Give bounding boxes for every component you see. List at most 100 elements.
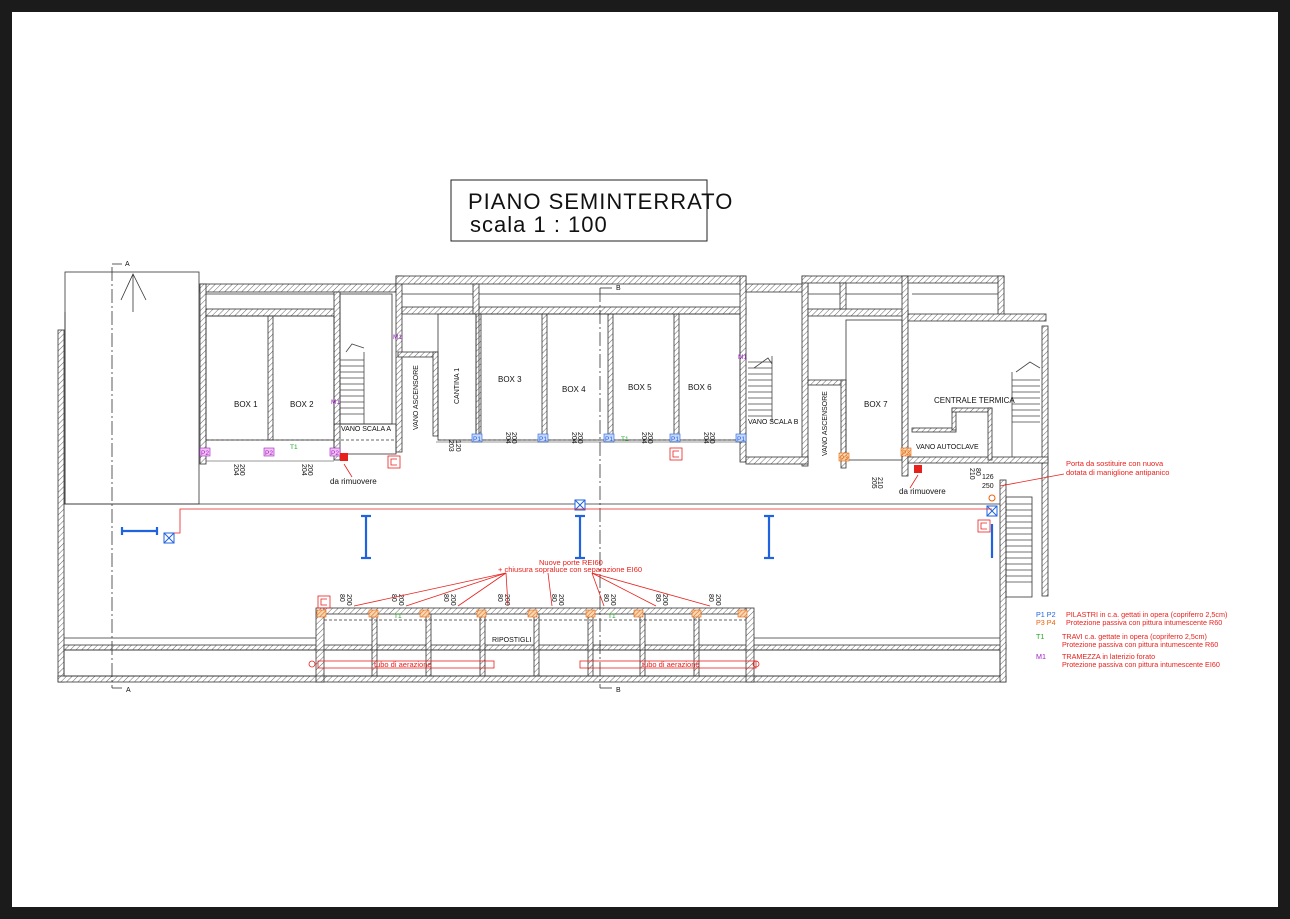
room-vano-scala-a: VANO SCALA A <box>341 426 391 433</box>
dim-210-b: 210 <box>968 468 975 480</box>
dim-80-i: 80 <box>707 594 714 602</box>
dim-200-e: 200 <box>646 432 653 444</box>
dim-200-h: 200 <box>397 594 404 606</box>
legend: P1 P2 PILASTRI in c.a. gettati in opera … <box>1036 610 1227 669</box>
dim-200-d: 200 <box>576 432 583 444</box>
dim-120: 120 <box>454 440 461 452</box>
room-labels: BOX 1 BOX 2 VANO SCALA A VANO ASCENSORE … <box>234 365 1015 644</box>
legend-text-m1-line2: Protezione passiva con pittura intumesce… <box>1062 660 1220 669</box>
section-b-bottom: B <box>616 687 621 694</box>
annot-nuove-porte-line2: + chiusura sopraluce con separazione EI6… <box>498 565 642 574</box>
dim-80-b: 80 <box>338 594 345 602</box>
legend-codes-t1: T1 <box>1036 632 1044 641</box>
section-lines <box>111 263 612 689</box>
dim-205: 205 <box>870 477 877 489</box>
dim-204-f: 204 <box>702 432 709 444</box>
floor-plan: PIANO SEMINTERRATO scala 1 : 100 <box>57 179 1227 694</box>
dim-200-c: 200 <box>510 432 517 444</box>
dim-80-d: 80 <box>442 594 449 602</box>
dim-80-h: 80 <box>654 594 661 602</box>
annot-porta-line1: Porta da sostituire con nuova <box>1066 459 1164 468</box>
door-marker-icon <box>988 494 996 502</box>
dim-80-c: 80 <box>390 594 397 602</box>
room-box6: BOX 6 <box>688 383 712 392</box>
legend-text-p1p2: PILASTRI in c.a. gettati in opera (copri… <box>1066 610 1227 619</box>
tag-p2-a: P2 <box>201 450 209 457</box>
walls <box>57 275 1049 683</box>
dim-204-c: 204 <box>504 432 511 444</box>
orange-pillars <box>316 609 748 618</box>
tag-p1-b: P1 <box>539 436 547 443</box>
tag-t1-b: T1 <box>621 436 629 443</box>
legend-text-t1-line1: TRAVI c.a. gettate in opera (copriferro … <box>1062 632 1207 641</box>
annot-nuove-porte-line1: Nuove porte REI60 <box>539 558 603 567</box>
room-box1: BOX 1 <box>234 400 258 409</box>
blue-extinguishers <box>163 499 998 544</box>
tag-p2-c: P2 <box>331 450 339 457</box>
dim-200-i: 200 <box>449 594 456 606</box>
dim-80-f: 80 <box>550 594 557 602</box>
room-box7: BOX 7 <box>864 400 888 409</box>
dim-200-m: 200 <box>661 594 668 606</box>
room-box2: BOX 2 <box>290 400 314 409</box>
dim-200-l: 200 <box>609 594 616 606</box>
dim-200-b: 200 <box>306 464 313 476</box>
dim-200-k: 200 <box>557 594 564 606</box>
legend-text-p3p4: Protezione passiva con pittura intumesce… <box>1066 618 1222 627</box>
section-a-top: A <box>125 261 130 268</box>
drawing-sheet: PIANO SEMINTERRATO scala 1 : 100 <box>12 12 1278 907</box>
room-box5: BOX 5 <box>628 383 652 392</box>
room-centrale-termica: CENTRALE TERMICA <box>934 396 1015 405</box>
legend-codes-m1: M1 <box>1036 652 1046 661</box>
room-box3: BOX 3 <box>498 375 522 384</box>
dim-204-a: 204 <box>232 464 239 476</box>
thin-lines <box>63 271 1041 677</box>
tag-m1-c: M1 <box>738 354 747 361</box>
dim-210-a: 210 <box>876 477 883 489</box>
dim-204-e: 204 <box>640 432 647 444</box>
room-ripostigli: RIPOSTIGLI <box>492 637 531 644</box>
red-markers <box>340 453 922 473</box>
dimensions: 200 204 200 204 120 203 200 204 200 204 … <box>206 432 994 606</box>
room-vano-scala-b: VANO SCALA B <box>748 419 799 426</box>
title-line2: scala 1 : 100 <box>470 212 608 237</box>
tag-p1-e: P1 <box>737 436 745 443</box>
dim-200-a: 200 <box>238 464 245 476</box>
legend-text-t1-line2: Protezione passiva con pittura intumesce… <box>1062 640 1218 649</box>
legend-text-m1-line1: TRAMEZZA in laterizio forato <box>1062 652 1155 661</box>
room-vano-ascensore-2: VANO ASCENSORE <box>822 391 829 456</box>
blue-columns <box>120 514 994 560</box>
tag-p3-b: P3 <box>902 450 910 457</box>
dim-200-n: 200 <box>714 594 721 606</box>
annot-da-rimuovere-1: da rimuovere <box>330 477 377 486</box>
dim-204-d: 204 <box>570 432 577 444</box>
tag-t1-d: T1 <box>608 613 616 620</box>
dim-200-f: 200 <box>708 432 715 444</box>
title-line1: PIANO SEMINTERRATO <box>468 189 733 214</box>
dim-200-j: 200 <box>503 594 510 606</box>
room-box4: BOX 4 <box>562 385 586 394</box>
annot-porta-line2: dotata di maniglione antipanico <box>1066 468 1169 477</box>
dim-200-g: 200 <box>345 594 352 606</box>
annot-tubo-1: tubo di aerazione <box>374 660 432 669</box>
tag-t1-c: T1 <box>394 613 402 620</box>
tag-t1-a: T1 <box>290 444 298 451</box>
dim-126: 126 <box>982 474 994 481</box>
legend-codes-p1p2: P1 P2 <box>1036 610 1056 619</box>
tag-p2-b: P2 <box>265 450 273 457</box>
room-cantina1: CANTINA 1 <box>454 368 461 404</box>
tag-p3-a: P3 <box>840 455 848 462</box>
tag-m1-b: M1 <box>393 334 402 341</box>
room-vano-ascensore-1: VANO ASCENSORE <box>413 365 420 430</box>
tag-m1-a: M1 <box>331 399 340 406</box>
dim-80-g: 80 <box>602 594 609 602</box>
room-vano-autoclave: VANO AUTOCLAVE <box>916 444 979 451</box>
annot-tubo-2: tubo di aerazione <box>642 660 700 669</box>
red-lines <box>174 447 1065 669</box>
legend-codes-p3p4: P3 P4 <box>1036 618 1056 627</box>
dim-204-b: 204 <box>300 464 307 476</box>
dim-80-e: 80 <box>496 594 503 602</box>
tag-p1-a: P1 <box>473 436 481 443</box>
dim-80-a: 80 <box>974 468 981 476</box>
tag-p1-d: P1 <box>671 436 679 443</box>
